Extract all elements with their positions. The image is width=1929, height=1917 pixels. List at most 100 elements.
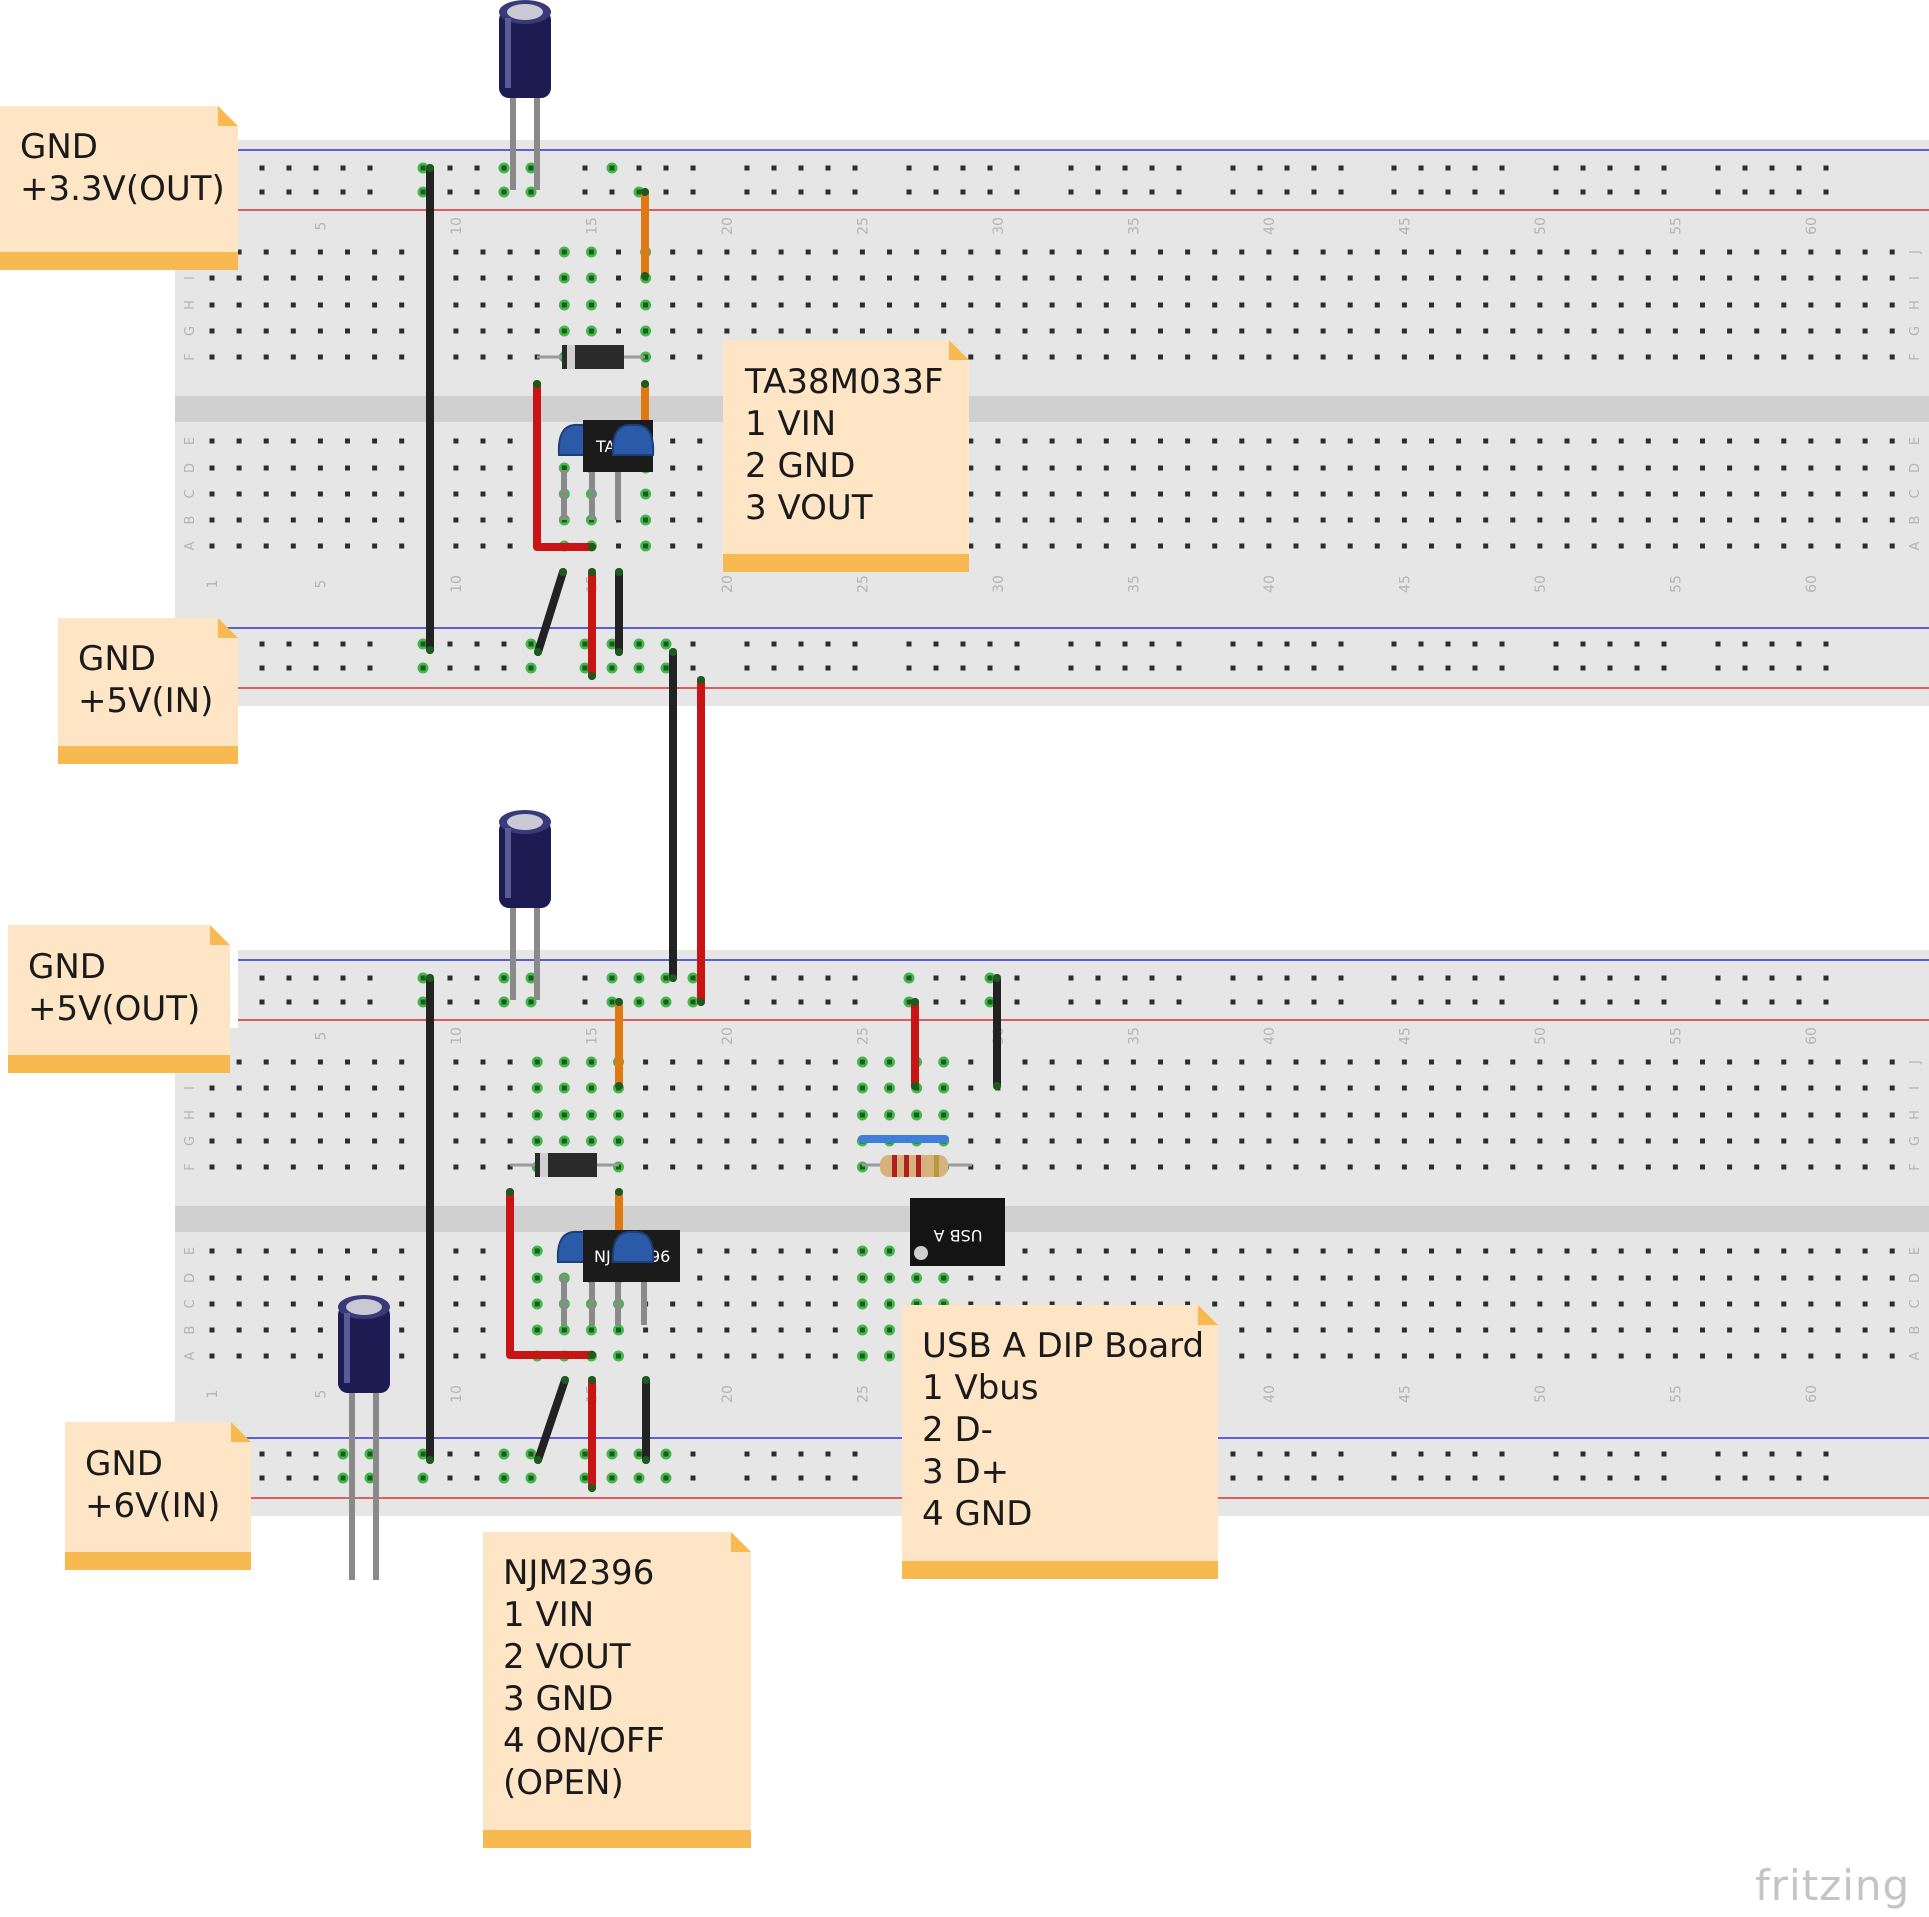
- terminal-hole: [914, 302, 920, 308]
- terminal-hole: [805, 1353, 811, 1359]
- terminal-hole: [480, 1059, 486, 1065]
- terminal-hole: [1808, 1248, 1814, 1254]
- terminal-hole: [1022, 1059, 1028, 1065]
- terminal-hole: [1672, 1138, 1678, 1144]
- terminal-hole: [1456, 249, 1462, 255]
- column-number: 25: [855, 217, 871, 235]
- terminal-hole: [670, 1059, 676, 1065]
- rail-hole: [1391, 975, 1397, 981]
- rail-hole: [447, 1451, 453, 1457]
- regulator-label: NJ: [594, 1247, 611, 1266]
- terminal-hole: [1185, 1301, 1191, 1307]
- terminal-hole: [1429, 1164, 1434, 1170]
- terminal-hole: [1835, 1353, 1841, 1359]
- terminal-hole: [345, 1085, 350, 1091]
- column-number: 30: [991, 217, 1007, 235]
- terminal-hole: [1754, 1085, 1760, 1091]
- rail-hole: [1445, 189, 1451, 195]
- terminal-hole: [1212, 1275, 1218, 1281]
- terminal-hole: [941, 1301, 947, 1307]
- terminal-hole: [317, 1353, 323, 1359]
- rail-hole: [1580, 189, 1586, 195]
- rail-hole: [1715, 999, 1721, 1005]
- rail-hole: [447, 189, 453, 195]
- terminal-hole: [1401, 491, 1407, 497]
- terminal-hole: [1727, 1327, 1733, 1333]
- terminal-hole: [1835, 249, 1841, 255]
- terminal-hole: [1591, 1085, 1597, 1091]
- terminal-hole: [1564, 1138, 1570, 1144]
- terminal-hole: [1808, 1059, 1814, 1065]
- terminal-hole: [1672, 328, 1678, 334]
- terminal-hole: [317, 1327, 323, 1333]
- terminal-hole: [1320, 354, 1326, 360]
- terminal-hole: [1483, 1059, 1489, 1065]
- terminal-hole: [995, 275, 1001, 281]
- terminal-hole: [1537, 1138, 1543, 1144]
- rail-hole: [420, 1451, 426, 1457]
- rail-hole: [1769, 975, 1775, 981]
- rail-hole: [474, 1451, 480, 1457]
- wire-red-bottom-6v-end: [588, 1484, 596, 1492]
- terminal-hole: [670, 275, 676, 281]
- terminal-hole: [1483, 354, 1489, 360]
- wire-black-link-end: [669, 974, 677, 982]
- terminal-hole: [317, 543, 323, 549]
- column-number: 40: [1262, 217, 1278, 235]
- terminal-hole: [1401, 1164, 1407, 1170]
- resistor: [862, 1155, 972, 1177]
- rail-hole: [1715, 975, 1721, 981]
- terminal-hole: [1049, 543, 1055, 549]
- center-channel: [175, 1206, 1929, 1232]
- terminal-hole: [507, 543, 513, 549]
- note-line: GND: [85, 1444, 163, 1484]
- terminal-hole: [805, 1059, 811, 1065]
- terminal-hole: [1727, 1112, 1733, 1118]
- terminal-hole: [1835, 1301, 1841, 1307]
- terminal-hole: [1591, 1353, 1597, 1359]
- terminal-hole: [1293, 354, 1299, 360]
- terminal-hole: [1672, 302, 1678, 308]
- terminal-hole: [1239, 354, 1245, 360]
- terminal-hole: [1700, 438, 1705, 444]
- terminal-hole: [1022, 543, 1028, 549]
- terminal-hole: [1483, 1275, 1489, 1281]
- terminal-hole: [1130, 328, 1136, 334]
- rail-hole: [1715, 189, 1721, 195]
- rail-hole: [771, 189, 777, 195]
- rail-hole: [1715, 665, 1721, 671]
- terminal-hole: [1266, 249, 1272, 255]
- terminal-hole: [290, 438, 296, 444]
- terminal-hole: [1808, 1138, 1814, 1144]
- terminal-hole: [778, 275, 784, 281]
- terminal-hole: [1429, 354, 1434, 360]
- terminal-hole: [1727, 1301, 1733, 1307]
- terminal-hole: [1293, 1301, 1299, 1307]
- terminal-hole: [995, 491, 1001, 497]
- terminal-hole: [1835, 1112, 1841, 1118]
- rail-hole: [340, 975, 346, 981]
- column-number: 60: [1804, 575, 1820, 593]
- rail-hole: [663, 1475, 669, 1481]
- rail-hole: [1122, 975, 1128, 981]
- terminal-hole: [588, 1085, 594, 1091]
- terminal-hole: [670, 302, 676, 308]
- rail-hole: [1284, 189, 1290, 195]
- rail-hole: [420, 975, 426, 981]
- column-number: 10: [449, 1027, 465, 1045]
- rail-hole: [367, 189, 373, 195]
- terminal-hole: [317, 1301, 323, 1307]
- terminal-hole: [832, 328, 838, 334]
- rail-hole: [1742, 999, 1748, 1005]
- rail-hole: [1661, 975, 1667, 981]
- terminal-hole: [995, 1301, 1001, 1307]
- column-number: 55: [1668, 1385, 1684, 1403]
- terminal-hole: [1076, 354, 1082, 360]
- rail-hole: [1284, 999, 1290, 1005]
- rail-hole: [1823, 1451, 1829, 1457]
- regulator-label: TA: [595, 437, 616, 456]
- diode-bottom: [510, 1153, 619, 1177]
- rail-hole: [609, 665, 615, 671]
- terminal-hole: [887, 1059, 892, 1065]
- terminal-hole: [1618, 1164, 1624, 1170]
